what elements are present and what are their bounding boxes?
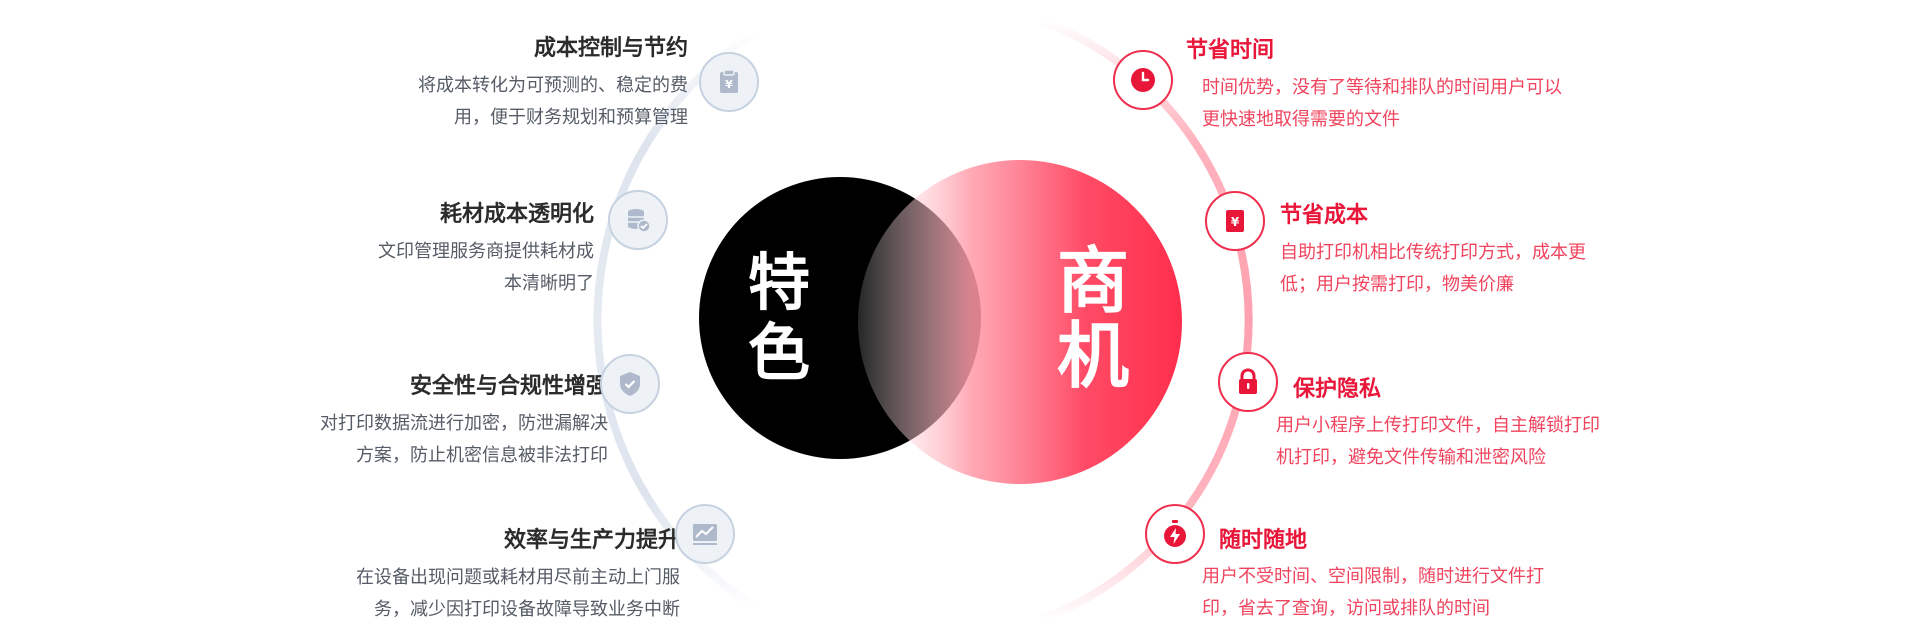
feature-consumable-transparency: 耗材成本透明化 文印管理服务商提供耗材成 本清晰明了 [378,196,594,300]
svg-text:¥: ¥ [725,78,733,91]
receipt-yen-icon: ¥ [699,52,759,112]
feature-desc-line: 用，便于财务规划和预算管理 [454,107,688,128]
feature-title: 安全性与合规性增强 [409,374,608,399]
feature-desc-line: 低；用户按需打印，物美价廉 [1280,274,1514,295]
svg-text:¥: ¥ [1231,215,1240,229]
trend-chart-icon [675,504,735,564]
center-char-right-1: 商 [1057,239,1130,323]
center-char-right-2: 机 [1057,314,1130,398]
feature-efficiency: 效率与生产力提升 在设备出现问题或耗材用尽前主动上门服 务，减少因打印设备故障导… [356,522,680,626]
center-char-left-2: 色 [748,316,811,389]
feature-desc-line: 时间优势，没有了等待和排队的时间用户可以 [1202,77,1562,98]
feature-security-compliance: 安全性与合规性增强 对打印数据流进行加密，防泄漏解决 方案，防止机密信息被非法打… [320,368,608,472]
feature-desc-line: 印，省去了查询，访问或排队的时间 [1202,598,1490,619]
yen-tag-icon: ¥ [1205,191,1265,251]
feature-desc-line: 机打印，避免文件传输和泄密风险 [1276,447,1546,468]
lock-icon [1218,352,1278,412]
feature-save-cost: 节省成本 自助打印机相比传统打印方式，成本更 低；用户按需打印，物美价廉 [1280,197,1586,301]
feature-anytime-desc: 用户不受时间、空间限制，随时进行文件打 印，省去了查询，访问或排队的时间 [1202,561,1544,625]
feature-anytime: 随时随地 [1219,522,1307,554]
database-check-icon [608,190,668,250]
feature-desc-line: 自助打印机相比传统打印方式，成本更 [1280,242,1586,263]
feature-desc: 在设备出现问题或耗材用尽前主动上门服 务，减少因打印设备故障导致业务中断 [356,562,680,626]
feature-cost-control: 成本控制与节约 将成本转化为可预测的、稳定的费 用，便于财务规划和预算管理 [418,30,688,134]
feature-desc: 用户小程序上传打印文件，自主解锁打印 机打印，避免文件传输和泄密风险 [1276,410,1600,474]
feature-privacy: 保护隐私 [1293,371,1381,403]
feature-title: 成本控制与节约 [533,36,688,61]
feature-title: 效率与生产力提升 [503,528,680,553]
feature-desc: 对打印数据流进行加密，防泄漏解决 方案，防止机密信息被非法打印 [320,408,608,472]
feature-desc-line: 用户小程序上传打印文件，自主解锁打印 [1276,415,1600,436]
feature-desc-line: 文印管理服务商提供耗材成 [378,241,594,262]
red-circle [858,160,1182,484]
feature-desc-line: 在设备出现问题或耗材用尽前主动上门服 [356,567,680,588]
feature-title: 节省成本 [1280,203,1369,228]
feature-desc-line: 务，减少因打印设备故障导致业务中断 [374,599,680,620]
shield-check-icon [600,354,660,414]
clock-icon [1113,50,1173,110]
stopwatch-bolt-icon [1145,504,1205,564]
feature-desc-line: 将成本转化为可预测的、稳定的费 [418,75,688,96]
feature-desc: 文印管理服务商提供耗材成 本清晰明了 [378,236,594,300]
feature-desc-line: 方案，防止机密信息被非法打印 [356,445,608,466]
feature-desc: 将成本转化为可预测的、稳定的费 用，便于财务规划和预算管理 [418,70,688,134]
center-char-left-1: 特 [748,246,811,319]
feature-desc: 自助打印机相比传统打印方式，成本更 低；用户按需打印，物美价廉 [1280,237,1586,301]
feature-save-time-desc: 时间优势，没有了等待和排队的时间用户可以 更快速地取得需要的文件 [1202,72,1562,136]
feature-save-time: 节省时间 [1186,32,1274,64]
feature-title: 耗材成本透明化 [439,202,594,227]
feature-desc-line: 对打印数据流进行加密，防泄漏解决 [320,413,608,434]
feature-desc-line: 更快速地取得需要的文件 [1202,109,1400,130]
feature-privacy-desc: 用户小程序上传打印文件，自主解锁打印 机打印，避免文件传输和泄密风险 [1276,410,1600,474]
feature-title: 随时随地 [1219,528,1308,553]
feature-desc-line: 用户不受时间、空间限制，随时进行文件打 [1202,566,1544,587]
feature-title: 保护隐私 [1293,377,1382,402]
feature-desc-line: 本清晰明了 [504,273,594,294]
feature-title: 节省时间 [1186,38,1275,63]
feature-desc: 时间优势，没有了等待和排队的时间用户可以 更快速地取得需要的文件 [1202,72,1562,136]
feature-desc: 用户不受时间、空间限制，随时进行文件打 印，省去了查询，访问或排队的时间 [1202,561,1544,625]
